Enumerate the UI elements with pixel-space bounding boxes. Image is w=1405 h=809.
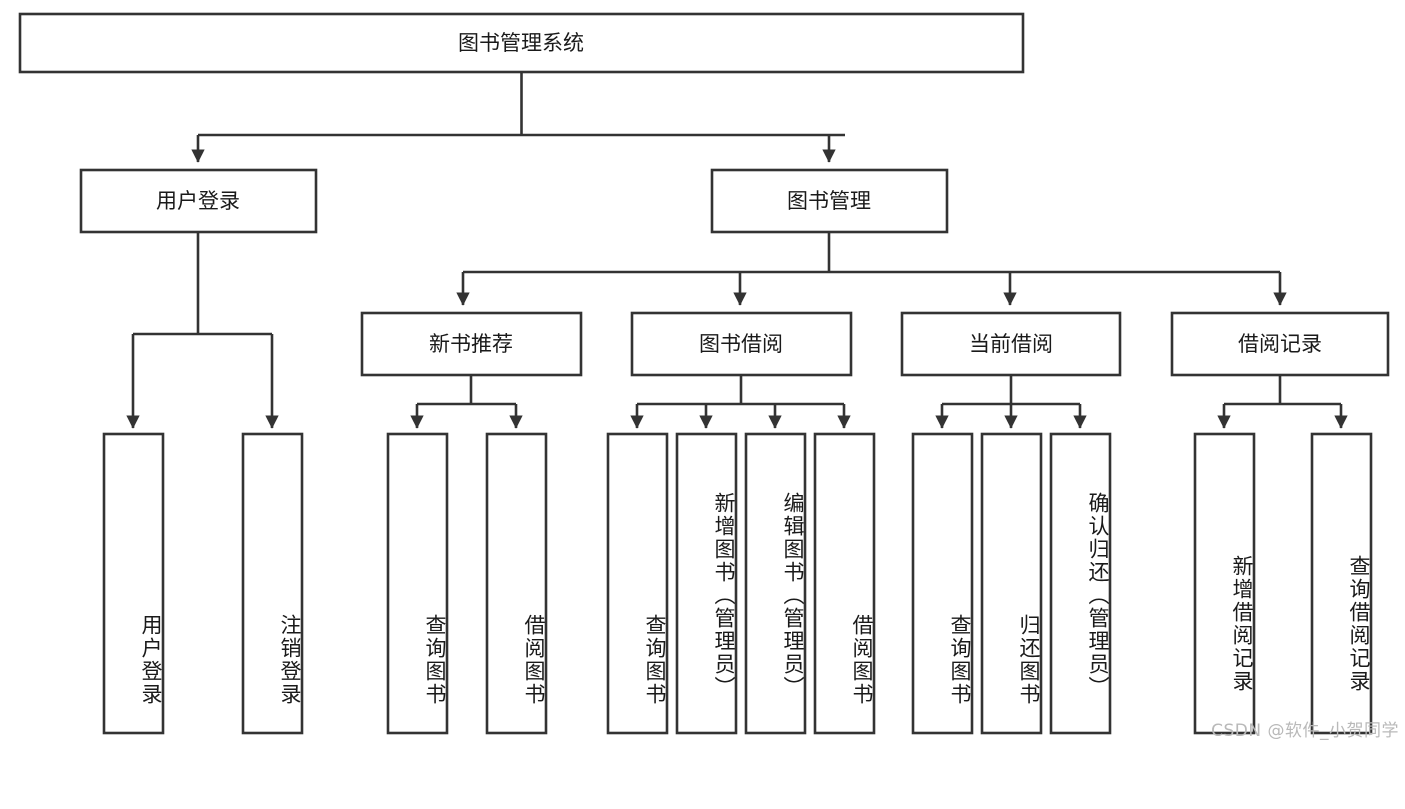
- leaf-node-current-borrow-3[interactable]: [1049, 432, 1112, 735]
- leaf-node-current-borrow-1[interactable]: [911, 432, 974, 735]
- node-new-book-recommend[interactable]: 新书推荐: [360, 311, 583, 377]
- connector-root-to-level1: [191, 72, 845, 163]
- leaf-node-book-borrow-4[interactable]: [813, 432, 876, 735]
- node-book-management[interactable]: 图书管理: [710, 168, 949, 234]
- node-user-login[interactable]: 用户登录: [79, 168, 318, 234]
- node-new-book-recommend-label: 新书推荐: [429, 332, 513, 356]
- leaf-node-new-book-2[interactable]: [485, 432, 548, 735]
- connector-currentborrow-to-leaves: [935, 375, 1087, 429]
- connector-userlogin-to-leaves: [126, 232, 279, 429]
- leaf-node-current-borrow-2[interactable]: [980, 432, 1043, 735]
- node-current-borrow[interactable]: 当前借阅: [900, 311, 1122, 377]
- node-book-borrow-label: 图书借阅: [699, 332, 783, 356]
- connector-bookborrow-to-leaves: [630, 375, 851, 429]
- node-root[interactable]: 图书管理系统: [18, 12, 1025, 74]
- leaf-node-book-borrow-3[interactable]: [744, 432, 807, 735]
- leaf-node-borrow-record-1[interactable]: [1193, 432, 1256, 735]
- watermark-text: CSDN @软件_小贺同学: [1211, 721, 1399, 741]
- leaf-node-user-login-2[interactable]: [241, 432, 304, 735]
- node-borrow-record[interactable]: 借阅记录: [1170, 311, 1390, 377]
- node-root-label: 图书管理系统: [458, 31, 584, 55]
- connector-borrowrecord-to-leaves: [1217, 375, 1348, 429]
- leaf-node-borrow-record-2[interactable]: [1310, 432, 1373, 735]
- leaf-node-book-borrow-1[interactable]: [606, 432, 669, 735]
- connector-newbook-to-leaves: [410, 375, 523, 429]
- leaf-node-user-login-1[interactable]: [102, 432, 165, 735]
- node-book-borrow[interactable]: 图书借阅: [630, 311, 853, 377]
- leaf-node-book-borrow-2[interactable]: [675, 432, 738, 735]
- diagram-canvas: 图书管理系统 用户登录 图书管理 新书推荐 图书借阅 当前借阅 借阅记录: [18, 12, 1399, 741]
- node-current-borrow-label: 当前借阅: [969, 332, 1053, 356]
- connector-bookmgmt-to-level2: [456, 232, 1287, 306]
- tree-svg: 图书管理系统 用户登录 图书管理 新书推荐 图书借阅 当前借阅 借阅记录: [18, 12, 1390, 735]
- node-borrow-record-label: 借阅记录: [1238, 332, 1322, 356]
- node-book-management-label: 图书管理: [787, 189, 871, 213]
- leaf-node-new-book-1[interactable]: [386, 432, 449, 735]
- node-user-login-label: 用户登录: [156, 189, 240, 213]
